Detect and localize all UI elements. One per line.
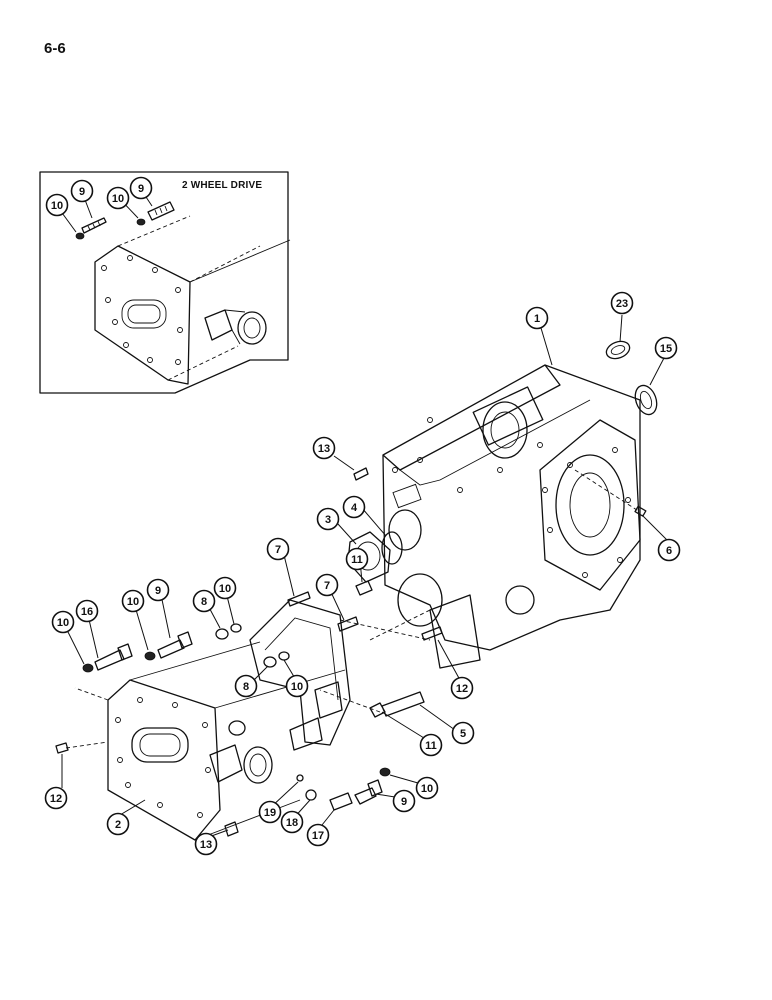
gasket-4 — [381, 531, 403, 565]
inset-callout-9: 9 — [70, 179, 94, 203]
main-callout-7: 7 — [315, 573, 339, 597]
bracket-5 — [369, 691, 425, 718]
main-callout-17: 17 — [306, 823, 330, 847]
callout-label: 7 — [275, 544, 281, 556]
callout-label: 10 — [127, 596, 139, 608]
callout-label: 3 — [325, 514, 331, 526]
main-callout-6: 6 — [657, 538, 681, 562]
callout-label: 5 — [460, 728, 466, 740]
main-callout-10: 10 — [213, 576, 237, 600]
fitting-17 — [329, 792, 353, 811]
main-callout-10: 10 — [415, 776, 439, 800]
bolt-11-upper — [355, 580, 373, 596]
main-callout-12: 12 — [44, 786, 68, 810]
main-callout-13: 13 — [312, 436, 336, 460]
ring-19 — [296, 774, 304, 782]
main-callout-8: 8 — [192, 589, 216, 613]
plug-13 — [353, 467, 369, 481]
inset-callout-9: 9 — [129, 176, 153, 200]
callout-label: 23 — [616, 298, 628, 310]
inset-callout-10: 10 — [106, 186, 130, 210]
callout-label: 13 — [318, 443, 330, 455]
inset-callouts: 10 9 10 9 — [45, 176, 153, 217]
front-cover-2 — [107, 641, 346, 841]
inset-title: 2 WHEEL DRIVE — [182, 180, 263, 191]
callout-label: 10 — [291, 681, 303, 693]
main-callout-19: 19 — [258, 800, 282, 824]
callout-label: 12 — [50, 793, 62, 805]
stud-7-upper — [287, 591, 311, 607]
main-callout-10: 10 — [51, 610, 75, 634]
callout-label: 19 — [264, 807, 276, 819]
main-callout-23: 23 — [610, 291, 634, 315]
callout-label: 12 — [456, 683, 468, 695]
main-callout-16: 16 — [75, 599, 99, 623]
main-callout-15: 15 — [654, 336, 678, 360]
callout-label: 18 — [286, 817, 298, 829]
support-bracket — [249, 599, 351, 751]
callout-label: 11 — [425, 740, 437, 752]
bearing-block — [209, 720, 273, 784]
callout-label: 13 — [200, 839, 212, 851]
seal-15 — [634, 384, 658, 416]
callout-label: 16 — [81, 606, 93, 618]
page-number: 6-6 — [44, 40, 66, 57]
main-callout-13: 13 — [194, 832, 218, 856]
main-callout-9: 9 — [146, 578, 170, 602]
transmission-housing — [382, 364, 641, 669]
stud-7-lower — [337, 616, 359, 632]
main-callouts: 1 23 15 13 6 3 4 11 7 7 12 10 16 10 9 8 10 8 10 5 11 12 2 13 19 1… — [44, 291, 681, 856]
callout-label: 2 — [115, 819, 121, 831]
plug-13-lower — [224, 821, 239, 837]
callout-label: 1 — [534, 313, 540, 325]
main-callout-12: 12 — [450, 676, 474, 700]
inset-box — [39, 171, 291, 394]
callout-label: 10 — [421, 783, 433, 795]
main-callout-10: 10 — [121, 589, 145, 613]
callout-label: 9 — [401, 796, 407, 808]
main-callout-1: 1 — [525, 306, 549, 330]
callout-label: 9 — [138, 183, 144, 195]
callout-label: 9 — [79, 186, 85, 198]
callout-label: 10 — [219, 583, 231, 595]
callout-label: 7 — [324, 580, 330, 592]
washer-10-lower — [379, 767, 391, 777]
dowel-6 — [634, 505, 647, 517]
main-callout-5: 5 — [451, 721, 475, 745]
main-callout-2: 2 — [106, 812, 130, 836]
inset-callout-10: 10 — [45, 193, 69, 217]
main-callout-4: 4 — [342, 495, 366, 519]
callout-label: 11 — [351, 554, 363, 566]
dowel-12-lower — [55, 742, 69, 754]
callout-label: 17 — [312, 830, 324, 842]
bolt-9-lower — [354, 779, 383, 805]
dowel-12-upper — [421, 626, 443, 641]
callout-label: 8 — [243, 681, 249, 693]
seal-23 — [605, 340, 631, 360]
main-callout-3: 3 — [316, 507, 340, 531]
main-callout-8: 8 — [234, 674, 258, 698]
callout-label: 15 — [660, 343, 672, 355]
main-callout-11: 11 — [345, 547, 369, 571]
bolt-9-front — [144, 631, 193, 661]
callout-label: 8 — [201, 596, 207, 608]
o-ring-18 — [305, 789, 317, 801]
callout-label: 10 — [57, 617, 69, 629]
main-callout-7: 7 — [266, 537, 290, 561]
main-callout-9: 9 — [392, 789, 416, 813]
nut-8-upper — [215, 623, 242, 640]
callout-label: 6 — [666, 545, 672, 557]
callout-label: 10 — [112, 193, 124, 205]
callout-label: 10 — [51, 200, 63, 212]
callout-label: 9 — [155, 585, 161, 597]
main-callout-11: 11 — [419, 733, 443, 757]
main-callout-18: 18 — [280, 810, 304, 834]
bolt-16 — [82, 643, 133, 673]
nut-8-lower — [263, 651, 290, 668]
callout-label: 4 — [351, 502, 358, 514]
main-callout-10: 10 — [285, 674, 309, 698]
